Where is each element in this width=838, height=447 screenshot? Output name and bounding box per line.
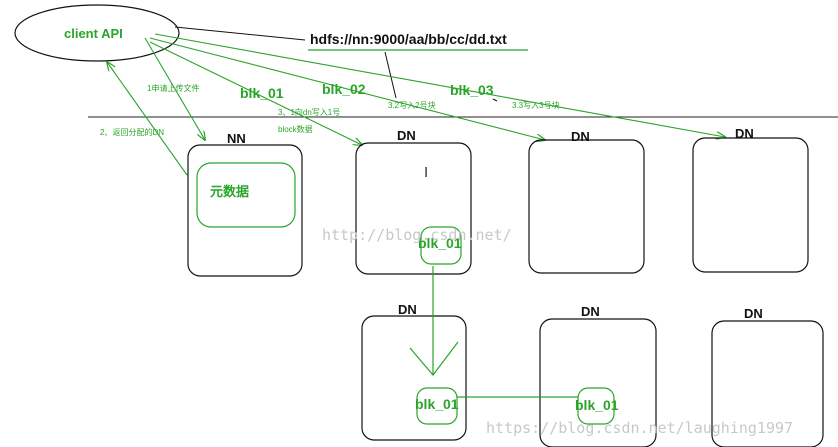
namenode-label: NN: [227, 131, 246, 146]
datanode-2-box: [528, 139, 645, 274]
pipeline-down-arrowhead: [409, 341, 459, 376]
block-label-3: blk_03: [450, 82, 494, 98]
namenode-box: [187, 144, 303, 277]
block-label-2: blk_02: [322, 81, 366, 97]
datanode-1-label: DN: [397, 128, 416, 143]
datanode-3-box: [692, 137, 809, 273]
replica-3-label: blk_01: [575, 397, 619, 413]
dash-mark: [492, 98, 498, 102]
step-write-block2: 3.2写入2号块: [388, 100, 436, 110]
replica-1-box: [420, 226, 462, 265]
datanode-4-label: DN: [398, 302, 417, 317]
metadata-label: 元数据: [210, 184, 249, 199]
arrow-return-dn: [107, 62, 188, 176]
replica-1-label: blk_01: [418, 235, 462, 251]
watermark-bottom: https://blog.csdn.net/laughing1997: [486, 419, 793, 437]
arrow-write-blk01: [149, 41, 362, 145]
replica-3-box: [577, 387, 615, 425]
hdfs-path-label: hdfs://nn:9000/aa/bb/cc/dd.txt: [310, 31, 507, 47]
datanode-4-box: [361, 315, 467, 441]
datanode-3-label: DN: [735, 126, 754, 141]
datanode-5-label: DN: [581, 304, 600, 319]
metadata-box: [196, 162, 296, 228]
datanode-6-box: [711, 320, 824, 447]
datanode-5-box: [539, 318, 657, 447]
replica-2-label: blk_01: [415, 396, 459, 412]
step-return-dn: 2、返回分配的DN: [100, 127, 164, 137]
step-write-block3: 3.3写入3号块: [512, 100, 560, 110]
step-request-upload: 1申请上传文件: [147, 83, 199, 93]
client-api-ellipse: [14, 4, 180, 62]
block-label-1: blk_01: [240, 85, 284, 101]
arrow-write-blk02: [149, 37, 545, 140]
datanode-6-label: DN: [744, 306, 763, 321]
client-api-label: client API: [64, 26, 123, 41]
arrow-request-upload: [144, 37, 205, 140]
replica-2-box: [416, 387, 458, 425]
step-block-data: block数据: [278, 124, 313, 134]
cursor-ibeam: I: [424, 164, 428, 181]
path-pointer: [384, 51, 397, 99]
datanode-1-box: [355, 142, 472, 275]
arrow-write-blk03: [154, 33, 725, 137]
step-write-block1: 3、1向dn写入1号: [278, 107, 340, 117]
path-connector: [174, 26, 306, 41]
datanode-2-label: DN: [571, 129, 590, 144]
watermark-center: http://blog.csdn.net/: [322, 226, 512, 244]
